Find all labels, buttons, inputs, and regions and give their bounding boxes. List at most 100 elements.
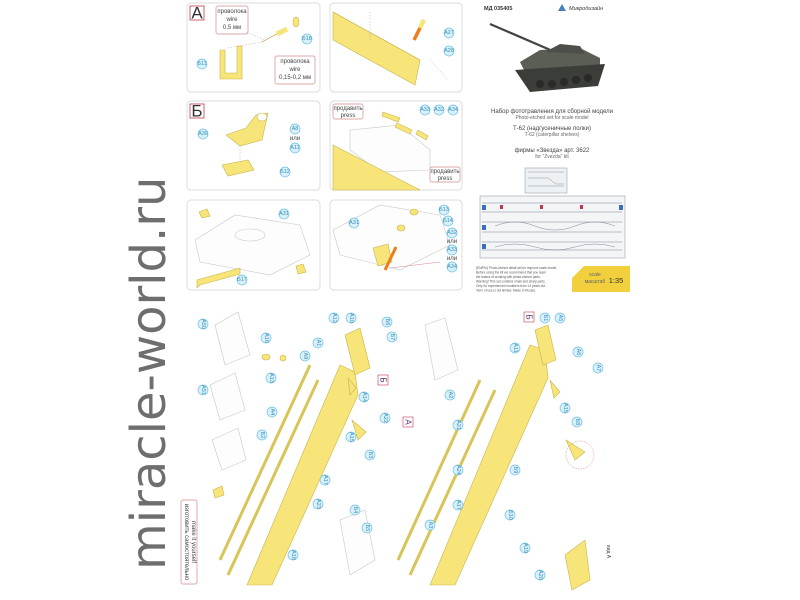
part-callout: А20 [537,570,543,580]
part-callout-bubble [379,412,391,424]
part-callout-bubble [519,542,531,554]
part-callout: Б3 [367,452,373,459]
note-text: 0,15-0,2 мм [279,75,311,81]
part-callout-bubble [312,337,324,349]
part-callout-bubble [571,416,583,428]
lower-assembly-left: изготовить самостоятельно make it yourse… [180,311,398,586]
part-callout: Б12 [280,169,290,175]
part-callout: А31 [279,211,289,217]
marker-a: А [404,419,413,425]
or-text: или [447,256,457,262]
part-callout-bubble [345,312,357,324]
part-callout: А36 [198,131,208,137]
part-callout-bubble [381,316,393,328]
part-callout-bubble [559,402,571,414]
part-callout: А6 [575,349,581,356]
part-callout: А32 [447,230,457,236]
svg-text:Before using the kit we recomm: Before using the kit we recommend that y… [476,271,546,275]
svg-text:(EN/RU) Photo-etched detail se: (EN/RU) Photo-etched detail set for impr… [476,266,557,270]
part-callout-bubble [349,504,361,516]
scale-label-en: масштаб [585,279,606,285]
or-text: или [290,136,300,142]
part-callout: А15 [562,403,568,413]
step-letter: А [191,4,203,23]
part-callout: А12 [331,313,337,323]
part-callout-bubble [260,332,272,344]
svg-text:Only for experienced modelers: Only for experienced modelers from 14 ye… [476,284,546,288]
part-callout-bubble [319,474,331,486]
part-callout: Б10 [507,510,513,520]
marker-b: Б [525,314,534,319]
part-callout-bubble [452,464,464,476]
part-callout: А21 [455,420,461,430]
svg-text:Term of use is not limited. Ma: Term of use is not limited. Made in Russ… [476,289,536,293]
fret-image [479,167,626,259]
part-callout-bubble [361,522,373,534]
scale-label: scale [589,272,601,278]
note-text: проволока [217,9,247,15]
article-number: МД 035405 [484,6,512,12]
part-callout: А10 [348,313,354,323]
step-panel-b: Б А36 А8 или А11 Б12 [186,100,321,191]
part-callout-bubble [554,312,566,324]
part-callout: Б1 [542,315,548,322]
part-callout-bubble [534,569,546,581]
note-text: wire [288,67,301,73]
part-callout: А8 [292,126,299,132]
part-callout: А33 [420,107,430,113]
product-title-en: T-62 (caterpillar shelves) [525,132,580,138]
part-callout: Б5 [364,525,370,532]
note-text: 0,5 мм [223,25,241,31]
watermark: miracle-world.ru [121,177,177,570]
note-text: press [438,176,453,182]
part-callout: Б18 [302,36,312,42]
part-callout: А17 [455,500,461,510]
part-callout: А11 [290,145,299,151]
part-callout: А4 [269,409,275,416]
step-panel-d: А31 Б13 Б14 А32 или А33 или А34 [329,199,463,291]
part-callout: А2 [447,392,453,399]
part-callout-bubble [592,362,604,374]
scale-badge [572,266,630,292]
part-callout-bubble [504,509,516,521]
part-callout: Б17 [237,277,247,283]
note-text: press [341,113,356,119]
part-callout-bubble [312,498,324,510]
svg-text:the basics of working with pho: the basics of working with photo-etched … [476,275,541,279]
part-callout: А16 [263,333,269,343]
part-callout: Б11 [197,61,206,67]
part-callout-bubble [424,519,436,531]
step-panel-c: А31 Б17 [186,199,321,291]
step-panel-a-detail: А27 А28 [329,2,463,93]
part-callout-bubble [444,389,456,401]
part-callout: Б7 [389,334,395,341]
part-callout: А1 [315,340,321,347]
part-callout: Б9 [512,467,518,474]
part-callout: А13 [268,373,274,383]
step-panel-b-detail: продавить press продавить press А33 А32 … [329,100,463,191]
part-callout: А9 [302,353,308,360]
make-yourself-note-en: make it yourself [190,521,196,563]
part-callout: А34 [448,107,458,113]
part-callout: А33 [447,247,457,253]
part-callout: А22 [382,413,388,423]
part-callout-bubble [266,406,278,418]
part-callout-bubble [256,429,268,441]
note-text: wire [225,17,238,23]
part-callout: А24 [455,465,461,475]
part-callout: А7 [595,365,601,372]
part-callout-bubble [539,312,551,324]
part-callout-bubble [364,449,376,461]
part-callout-bubble [345,431,357,443]
part-callout: А28 [444,48,454,54]
brand-logo-icon [558,4,566,11]
part-callout-bubble [287,549,299,561]
part-callout: Б8 [574,419,580,426]
info-text: (EN/RU) Photo-etched detail set for impr… [476,266,557,293]
part-callout-bubble [197,318,209,330]
part-callout-bubble [197,384,209,396]
part-callout: Б2 [259,432,265,439]
view-label: вид А [605,545,611,559]
part-callout-bubble [265,372,277,384]
